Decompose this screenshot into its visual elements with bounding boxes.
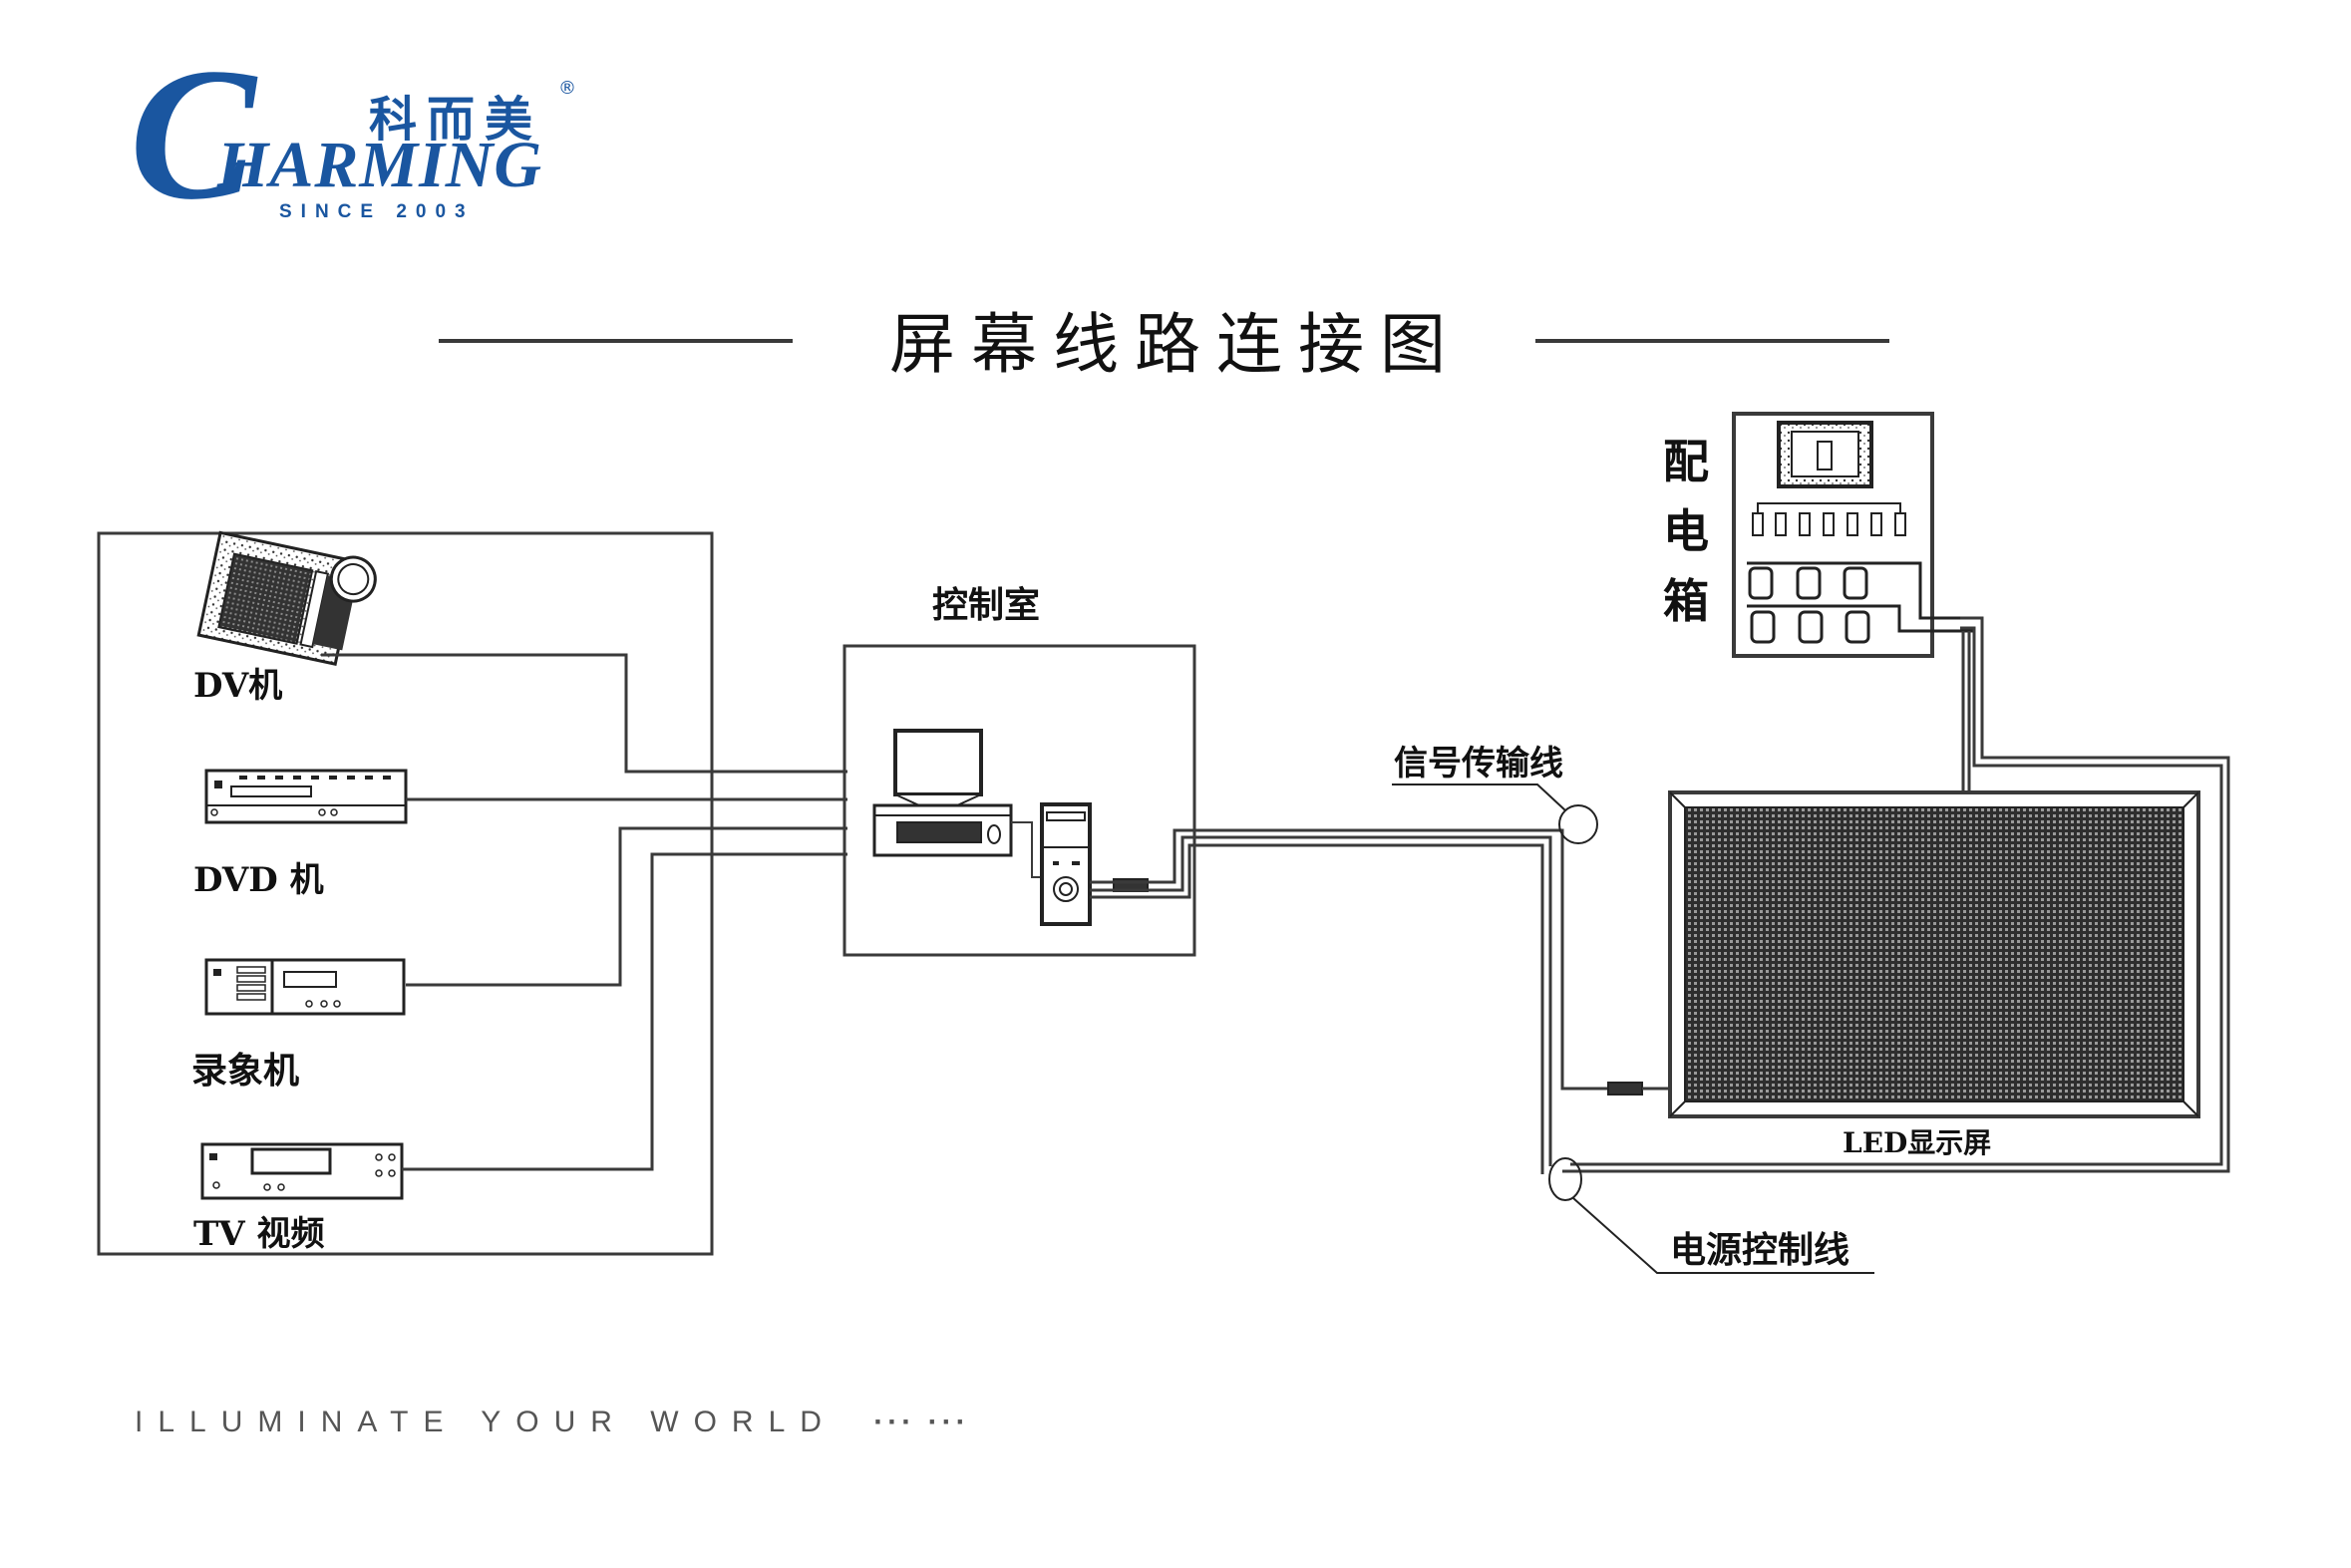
power-control-line bbox=[1562, 616, 2230, 1173]
source-label-tv: TV 视频 bbox=[193, 1214, 325, 1254]
led-display-icon bbox=[1668, 790, 2200, 1118]
tv-receiver-icon bbox=[200, 1142, 404, 1200]
logo-since: SINCE 2003 bbox=[279, 201, 475, 222]
source-label-dvd: DVD 机 bbox=[193, 860, 324, 900]
footer-tagline: ILLUMINATE YOUR WORLD ··· ··· bbox=[135, 1406, 970, 1439]
footer-ellipsis: ··· ··· bbox=[873, 1406, 970, 1438]
power-callout-circle bbox=[1548, 1157, 1582, 1201]
source-label-vcr: 录象机 bbox=[191, 1051, 300, 1092]
cable-dv bbox=[321, 653, 847, 774]
control-room-label: 控制室 bbox=[932, 585, 1041, 626]
monitor-icon bbox=[893, 729, 983, 806]
source-cables bbox=[321, 653, 847, 1171]
source-equipment-box bbox=[97, 531, 714, 1256]
video-recorder-icon bbox=[204, 958, 406, 1016]
cable-vcr bbox=[406, 826, 847, 987]
led-connector-icon bbox=[1607, 1082, 1643, 1096]
company-logo: C 科而美 ® HARMING SINCE 2003 bbox=[130, 40, 588, 229]
dvd-player-icon bbox=[204, 769, 408, 824]
distribution-box-label-char: 箱 bbox=[1663, 574, 1709, 628]
signal-line-label: 信号传输线 bbox=[1394, 744, 1563, 784]
pc-tower-icon bbox=[1040, 802, 1092, 926]
title-rule-left bbox=[439, 339, 793, 343]
title-rule-right bbox=[1535, 339, 1889, 343]
mouse-icon bbox=[987, 824, 1001, 844]
control-room-box bbox=[842, 644, 1196, 957]
footer-tagline-text: ILLUMINATE YOUR WORLD bbox=[135, 1406, 837, 1438]
distribution-box-icon bbox=[1732, 412, 1974, 658]
led-display-label: LED显示屏 bbox=[1843, 1126, 1992, 1159]
distribution-box-label-char: 电 bbox=[1663, 504, 1709, 558]
distribution-box-label-char: 配 bbox=[1663, 435, 1709, 488]
registered-mark: ® bbox=[558, 78, 576, 99]
page-title: 屏幕线路连接图 bbox=[889, 306, 1462, 383]
signal-callout-circle bbox=[1558, 804, 1598, 844]
logo-wordmark: HARMING bbox=[217, 129, 543, 201]
cable-tv bbox=[402, 852, 847, 1171]
power-line-label: 电源控制线 bbox=[1670, 1230, 1850, 1271]
keyboard-icon bbox=[896, 821, 982, 843]
signal-transmission-line bbox=[1090, 828, 1635, 1174]
distribution-box-label: 配 电 箱 bbox=[1663, 427, 1713, 636]
logo-initial: C bbox=[130, 30, 256, 239]
camcorder-icon bbox=[196, 530, 377, 666]
logo-chinese-name: 科而美 bbox=[369, 92, 543, 148]
source-label-dv: DV机 bbox=[193, 666, 283, 706]
signal-callout-leader bbox=[1392, 784, 1566, 811]
power-callout-leader bbox=[1572, 1197, 1874, 1274]
